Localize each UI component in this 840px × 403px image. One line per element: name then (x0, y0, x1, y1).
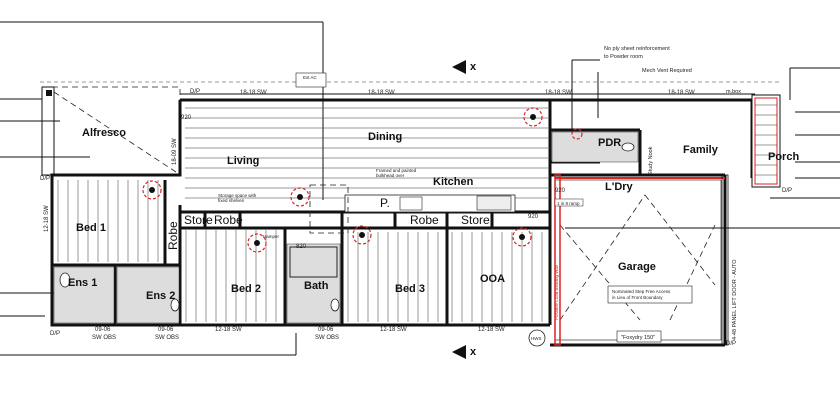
dim-bottom-1: 09-06 (95, 327, 111, 333)
right-leader-lines (565, 59, 840, 229)
note-hamper: Hamper (263, 234, 280, 239)
dim-left-1: 12-18 SW (44, 205, 50, 232)
note-no-ply-2: to Powder room (604, 54, 643, 60)
room-dining: Dining (368, 131, 402, 143)
note-nominated-2: in Lieu of Front Boundary (612, 295, 663, 300)
dim-920-c: 920 (555, 188, 566, 194)
dim-920-b: 920 (528, 214, 539, 220)
room-ens2: Ens 2 (146, 290, 175, 302)
kitchen-bench (344, 194, 516, 213)
room-ens1: Ens 1 (68, 277, 97, 289)
dim-bottom-5: 12-18 SW (380, 327, 407, 333)
north-label-top: x (470, 61, 477, 73)
dim-dp-top: D/P (190, 89, 200, 95)
note-m-box: m.box (726, 89, 741, 95)
dim-bottom-4b: SW OBS (315, 335, 339, 341)
dim-920-a: 920 (181, 115, 192, 121)
room-study-nook: Study Nook (648, 146, 654, 175)
room-pdr: PDR (598, 137, 621, 149)
note-foxydry: "Foxydry 150" (621, 335, 655, 341)
dim-bottom-6: 12-18 SW (478, 327, 505, 333)
dim-bottom-2b: SW OBS (155, 335, 179, 341)
dim-dp-porch: D/P (782, 188, 792, 194)
robe-bed2: Robe (214, 213, 243, 227)
room-ooa: OOA (480, 273, 505, 285)
garage-area (554, 174, 729, 346)
dim-top-1: 18-18 SW (240, 90, 267, 96)
room-bed3: Bed 3 (395, 283, 425, 295)
room-living: Living (227, 155, 259, 167)
ceiling-fixtures (142, 107, 583, 253)
dim-dp-garage: D/P (726, 341, 736, 347)
dim-left-2: 18-09 SW (172, 138, 178, 165)
note-nominated: Nominated Step Free Access (612, 289, 671, 294)
room-alfresco: Alfresco (82, 127, 126, 139)
room-garage: Garage (618, 261, 656, 273)
store-1: Store (184, 213, 213, 227)
dim-top-4: 18-18 SW (668, 90, 695, 96)
dim-dp-left: D/P (40, 176, 50, 182)
note-framed-2: bulkhead over (376, 173, 405, 178)
dim-top-3: 18-18 SW (545, 90, 572, 96)
dim-bottom-1b: SW OBS (92, 335, 116, 341)
note-framed: Framed and painted (376, 168, 417, 173)
left-leader-lines (0, 21, 324, 356)
robe-bed1: Robe (166, 221, 180, 250)
room-bed1: Bed 1 (76, 222, 106, 234)
note-storage: Storage space with (218, 193, 257, 198)
note-hws: HWS (531, 336, 542, 341)
dim-dp-bottom: D/P (50, 331, 60, 337)
note-mech-vent: Mech Vent Required (642, 68, 692, 74)
pantry: P. (380, 196, 390, 210)
note-ramp: 1 in 8 ramp (557, 201, 580, 206)
north-arrow-markers (452, 60, 466, 359)
dim-bottom-4: 09-06 (318, 327, 334, 333)
robe-bed3: Robe (410, 213, 439, 227)
room-ldry: L'Dry (605, 181, 634, 193)
floorboard-hatching (57, 107, 548, 322)
dim-top-2: 18-18 SW (368, 90, 395, 96)
room-kitchen: Kitchen (433, 176, 474, 188)
room-bed2: Bed 2 (231, 283, 261, 295)
dim-820: 820 (296, 244, 307, 250)
north-label-bottom: x (470, 346, 477, 358)
room-bath: Bath (304, 280, 329, 292)
note-garage-door: 4-48 PANEL LIFT DOOR - AUTO (732, 259, 738, 340)
note-no-ply: No ply sheet reinforcement (604, 46, 670, 52)
porch-area (751, 94, 781, 188)
dim-bottom-2: 09-06 (158, 327, 174, 333)
note-ext-ac: Ext AC (303, 75, 318, 80)
stair-dashed-box (309, 184, 349, 234)
note-bearing-wall: Possible Load Bearing Wall (554, 265, 559, 320)
room-family: Family (683, 144, 719, 156)
wet-area-tiles (53, 131, 639, 324)
store-2: Store (461, 213, 490, 227)
room-porch: Porch (768, 151, 799, 163)
note-storage-2: fixed shelves (218, 198, 245, 203)
dim-bottom-3: 12-18 SW (215, 327, 242, 333)
